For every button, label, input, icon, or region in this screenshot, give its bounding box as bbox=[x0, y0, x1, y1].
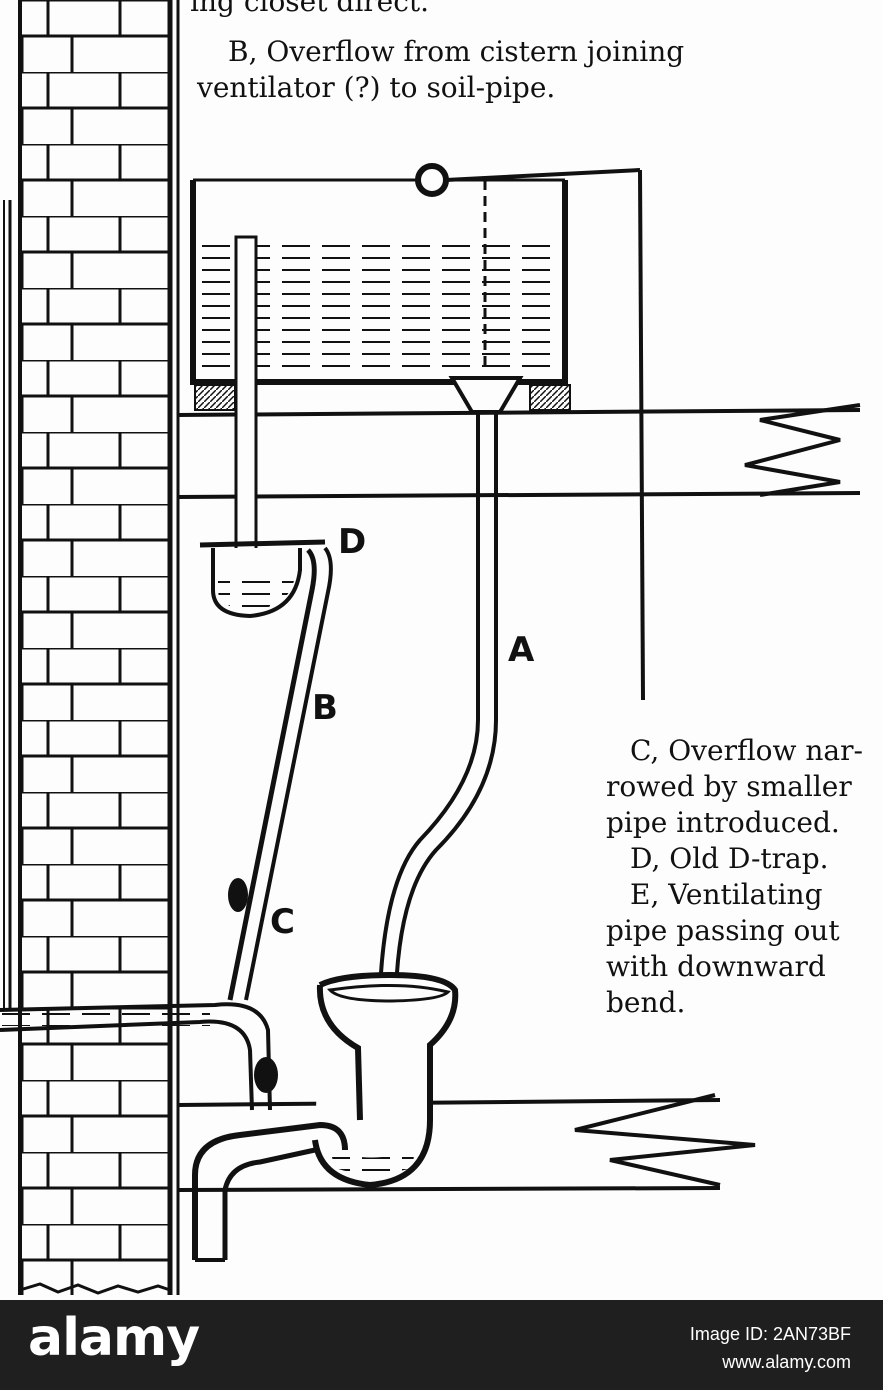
watermark-bar: alamy Image ID: 2AN73BF www.alamy.com bbox=[0, 1300, 883, 1390]
caption-c-line1: C, Overflow nar- bbox=[630, 734, 863, 767]
upper-floor bbox=[177, 403, 861, 499]
alamy-logo: alamy bbox=[28, 1308, 200, 1368]
flush-pipe-a bbox=[378, 376, 524, 991]
plumbing-diagram: ing closet direct. B, Overflow from cist… bbox=[0, 0, 863, 1295]
caption-e-line4: bend. bbox=[606, 986, 686, 1019]
label-d: D bbox=[338, 522, 367, 562]
image-id-text: Image ID: 2AN73BF bbox=[689, 1324, 851, 1344]
label-b: B bbox=[312, 688, 338, 728]
brick-wall bbox=[3, 0, 180, 1295]
label-a: A bbox=[508, 630, 535, 670]
caption-b-line2: ventilator (?) to soil-pipe. bbox=[197, 71, 556, 104]
overflow-standpipe bbox=[234, 235, 258, 579]
overflow-pipe-b bbox=[227, 546, 333, 1001]
diagram-drawing bbox=[0, 0, 861, 1295]
soil-pipe bbox=[192, 1121, 348, 1262]
caption-b-line1: B, Overflow from cistern joining bbox=[228, 35, 685, 68]
lower-floor bbox=[177, 1093, 756, 1192]
ventilating-pipe-e bbox=[0, 1002, 278, 1111]
caption-e-line1: E, Ventilating bbox=[630, 878, 823, 911]
caption-c-line2: rowed by smaller bbox=[606, 770, 852, 803]
caption-e-line3: with downward bbox=[606, 950, 826, 983]
caption-a-tail: ing closet direct. bbox=[190, 0, 430, 18]
site-url-text: www.alamy.com bbox=[722, 1352, 851, 1372]
cistern bbox=[190, 163, 645, 701]
caption-c-line3: pipe introduced. bbox=[606, 806, 840, 839]
closet-pan bbox=[312, 971, 459, 1189]
caption-e-line2: pipe passing out bbox=[606, 914, 840, 947]
caption-d-line1: D, Old D-trap. bbox=[630, 842, 829, 875]
d-trap bbox=[199, 539, 326, 619]
label-c: C bbox=[270, 902, 295, 942]
